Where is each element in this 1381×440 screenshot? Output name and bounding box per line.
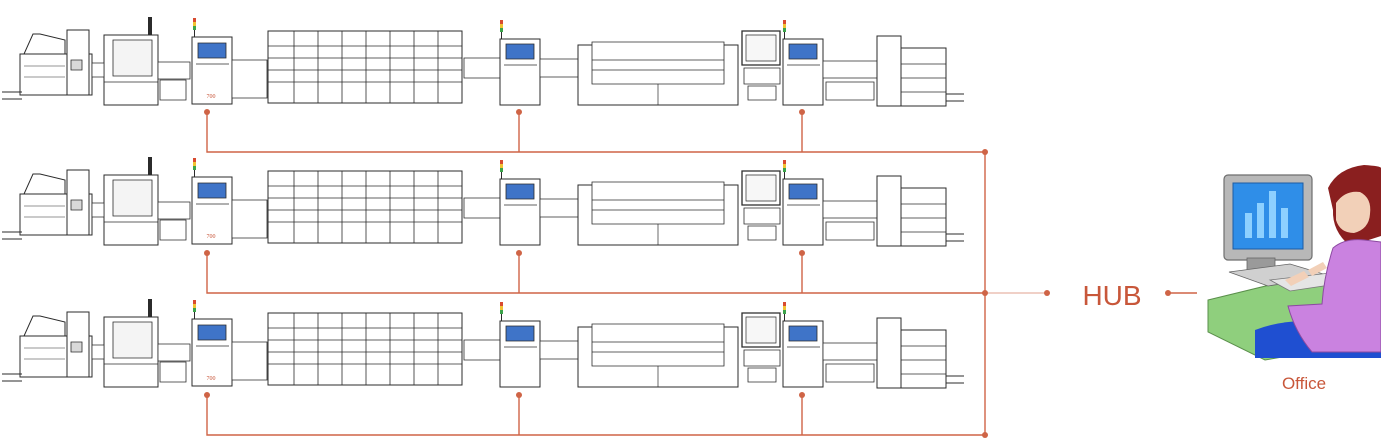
office-computer-user-icon [1207,165,1381,361]
office-label: Office [1282,374,1326,393]
hub-label: HUB [1082,280,1141,311]
production-line-1 [1,16,965,107]
network-wiring [204,109,1197,438]
production-line-3 [1,298,965,389]
production-line-2 [1,156,965,247]
